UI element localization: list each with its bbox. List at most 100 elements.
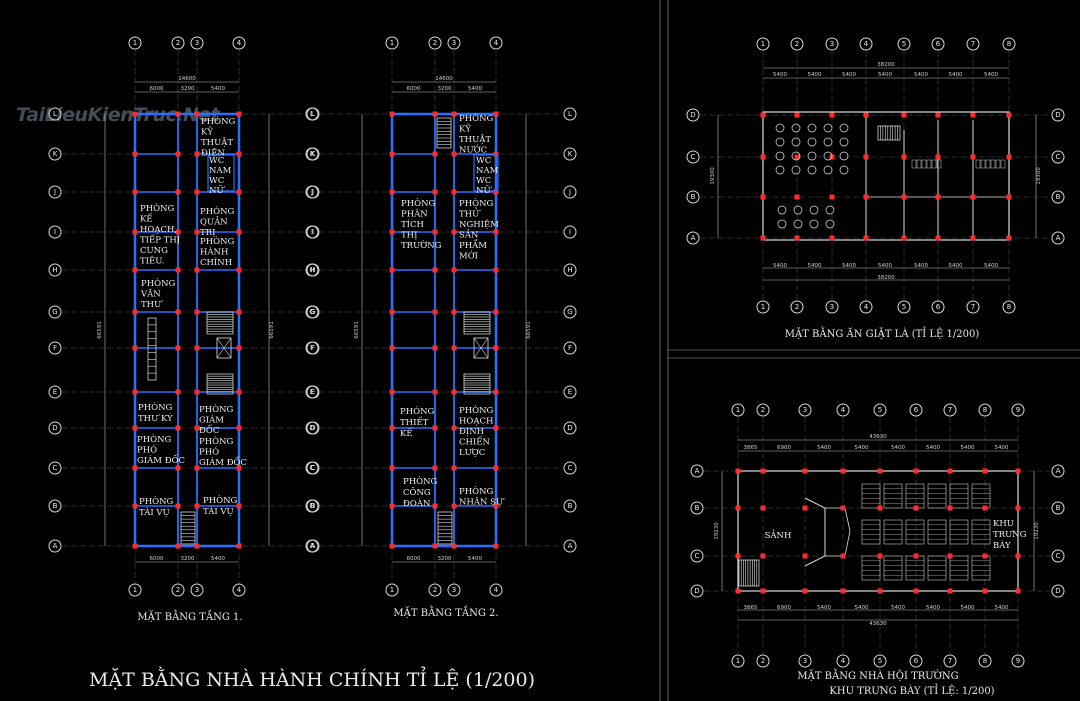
wc-stall [916, 159, 922, 169]
floor1-row-right-K-text: K [311, 150, 316, 158]
floor1-row-left-D-circle [48, 421, 62, 435]
floor2-row-left-B-circle [305, 499, 319, 513]
wall-layer [132, 111, 1021, 594]
laundry-overall-height: 19300 [1036, 167, 1042, 185]
room-label: HOẠCH, [140, 225, 177, 235]
column-marker [175, 345, 181, 351]
column-marker [947, 505, 953, 511]
floor2-span: 5400 [468, 556, 482, 562]
column-marker [451, 189, 457, 195]
hall-row-left-C-circle [690, 549, 704, 563]
column-marker [432, 309, 438, 315]
room-label: KẾ [400, 426, 413, 439]
column-marker [132, 543, 138, 549]
column-marker [794, 154, 800, 160]
column-marker [132, 267, 138, 273]
floor2-stair-top [436, 117, 452, 149]
room-label: KỸ [459, 123, 471, 135]
laundry-row-right-D-text: D [1055, 111, 1060, 119]
hall-row-left-A-text: A [695, 467, 700, 475]
seating-block [905, 519, 925, 545]
floor2-row-left-A-text: A [310, 542, 315, 550]
floor1-col-bot-2-text: 2 [176, 586, 180, 594]
room-label: ĐOÀN [403, 497, 431, 509]
column-marker [947, 588, 953, 594]
floor1-outer-wall [133, 112, 241, 548]
laundry-col-top-7-text: 7 [971, 40, 975, 48]
seating-block [883, 555, 903, 581]
column-marker [389, 543, 395, 549]
floor2-row-right-G-circle [563, 305, 577, 319]
laundry-col-top-8-text: 8 [1007, 40, 1011, 48]
column-marker [451, 151, 457, 157]
column-marker [451, 111, 457, 117]
column-marker [451, 503, 457, 509]
column-marker [451, 309, 457, 315]
floor1-row-left-E-text: E [53, 388, 57, 396]
floor1-row-left-B-circle [48, 499, 62, 513]
wc-stall [980, 159, 986, 169]
column-marker [493, 425, 499, 431]
column-marker [493, 151, 499, 157]
laundry-row-right-B-text: B [1056, 193, 1061, 201]
column-marker [132, 503, 138, 509]
laundry-span: 5400 [984, 72, 998, 78]
laundry-col-top-5-circle [897, 37, 911, 51]
floor1-col-top-2-circle [171, 36, 185, 50]
hall-row-left-B-text: B [695, 504, 700, 512]
laundry-col-top-3-text: 3 [830, 40, 834, 48]
column-marker [175, 111, 181, 117]
column-marker [735, 505, 741, 511]
hall-col-bot-2-text: 2 [761, 657, 765, 665]
column-marker [840, 468, 846, 474]
room-label: THỊ [401, 231, 417, 241]
column-marker [451, 465, 457, 471]
wc-stall [975, 159, 981, 169]
laundry-col-top-5-text: 5 [902, 40, 906, 48]
floor1-col-top-4-text: 4 [237, 39, 242, 47]
wc-stall [985, 159, 991, 169]
hall-col-top-4-text: 4 [841, 406, 846, 414]
floor2-elevator [473, 337, 489, 359]
laundry-row-right-C-text: C [1056, 153, 1061, 161]
column-marker [236, 503, 242, 509]
floor2-row-right-K-circle [563, 147, 577, 161]
hall-overall-height: 19230 [1034, 522, 1040, 540]
column-marker [735, 468, 741, 474]
laundry-span: 5400 [842, 72, 856, 78]
hall-col-bot-5-circle [873, 654, 887, 668]
seating-block [883, 519, 903, 545]
dining-table [791, 165, 801, 175]
dining-table [793, 219, 803, 229]
floor2-col-top-4-circle [489, 36, 503, 50]
floor2-overall-width: 14600 [435, 76, 453, 82]
room-label: CHIẾN [459, 435, 490, 448]
room-label: TIẾP THỊ [140, 233, 180, 246]
floor1-row-left-L-circle [48, 107, 62, 121]
column-marker [493, 229, 499, 235]
dining-table [793, 205, 803, 215]
room-label: ĐỊNH [459, 427, 484, 437]
floor1-row-left-G-text: G [52, 308, 57, 316]
column-marker [802, 505, 808, 511]
floor1-row-right-H-text: H [310, 266, 315, 274]
floor1-row-right-F-text: F [311, 344, 315, 352]
column-marker [236, 111, 242, 117]
floor2-col-bot-2-text: 2 [433, 586, 437, 594]
hall-col-bot-4-circle [836, 654, 850, 668]
laundry-col-bot-1-circle [756, 300, 770, 314]
floor1-span: 3200 [181, 556, 195, 562]
column-marker [432, 503, 438, 509]
hall-row-right-A-text: A [1056, 467, 1061, 475]
floor2-row-left-G-text: G [309, 308, 314, 316]
dining-table [825, 219, 835, 229]
floor2-row-right-L-circle [563, 107, 577, 121]
floor1-col-top-1-circle [128, 36, 142, 50]
floor1-col-bot-3-text: 3 [195, 586, 199, 594]
laundry-col-top-2-text: 2 [795, 40, 799, 48]
column-marker [760, 235, 766, 241]
seating-block [861, 483, 881, 509]
hall-col-top-7-circle [943, 403, 957, 417]
room-label: PHÒNG [403, 475, 438, 487]
floor2-row-right-F-circle [563, 341, 577, 355]
